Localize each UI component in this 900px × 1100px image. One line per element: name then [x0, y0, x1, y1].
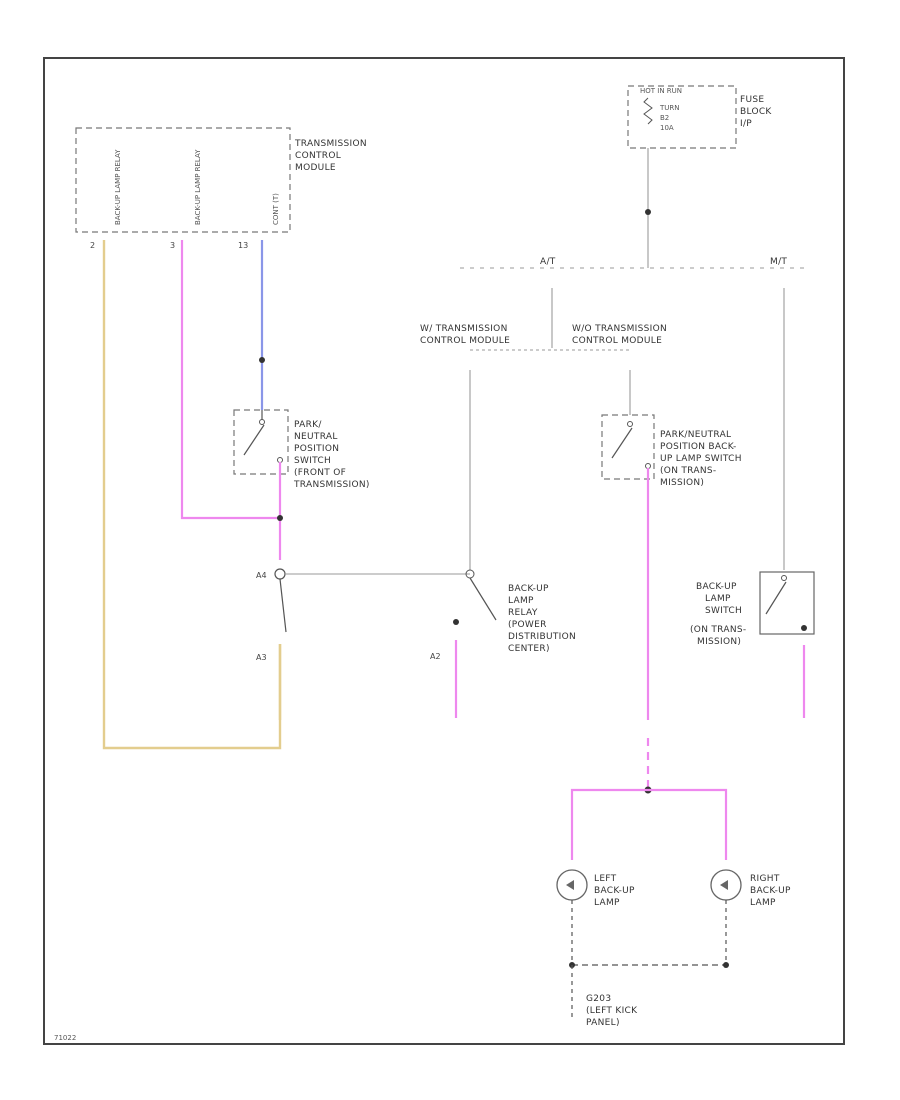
tcm-pin-13: 13 — [238, 241, 248, 250]
ground-label-3: PANEL) — [586, 1018, 620, 1028]
pnp-1-line-5: (FRONT OF — [294, 468, 346, 478]
pnp-2-line-3: UP LAMP SWITCH — [660, 454, 742, 464]
mt-switch-line-4: (ON TRANS- — [690, 625, 746, 635]
fuse-label-1: FUSE — [740, 95, 764, 105]
splice-pink — [277, 515, 283, 521]
pnp-2-line-2: POSITION BACK- — [660, 442, 737, 452]
fuse-label-2: BLOCK — [740, 107, 772, 117]
pin-a2: A2 — [430, 652, 441, 661]
right-lamp-1: RIGHT — [750, 874, 780, 884]
pink-wire-tcm — [180, 240, 280, 520]
without-tcm-1: W/O TRANSMISSION — [572, 324, 667, 334]
fuse-inner-1: HOT IN RUN — [640, 87, 682, 95]
relay-line-5: DISTRIBUTION — [508, 632, 576, 642]
fuse-block-box — [627, 85, 737, 149]
right-lamp-2: BACK-UP — [750, 886, 791, 896]
relay-line-6: CENTER) — [508, 644, 550, 654]
relay-line-3: RELAY — [508, 608, 538, 618]
mt-switch-arm — [765, 581, 787, 615]
branch-mt: M/T — [770, 257, 787, 267]
pnp-switch-2-box — [601, 414, 655, 480]
pnp-1-line-6: TRANSMISSION) — [293, 480, 370, 490]
diagram-frame — [43, 57, 845, 1045]
without-tcm-2: CONTROL MODULE — [572, 336, 662, 346]
pnp-2-line-5: MISSION) — [660, 478, 704, 488]
pnp-1-line-1: PARK/ — [294, 420, 322, 430]
tcm-label-3: MODULE — [295, 163, 336, 173]
mt-switch-line-3: SWITCH — [705, 606, 742, 616]
pnp-1-line-3: POSITION — [294, 444, 339, 454]
relay-line-2: LAMP — [508, 596, 534, 606]
corner-code: 71022 — [54, 1034, 76, 1042]
pnp-1-line-4: SWITCH — [294, 456, 331, 466]
lamp-bus-wire — [570, 788, 728, 860]
relay-line-4: (POWER — [508, 620, 547, 630]
ground-label-1: G203 — [586, 994, 611, 1004]
pin-a3: A3 — [256, 653, 267, 662]
pnp-2-line-4: (ON TRANS- — [660, 466, 716, 476]
tcm-pin-label-1: BACK-UP LAMP RELAY — [114, 149, 122, 225]
fuse-label-3: I/P — [740, 119, 752, 129]
mt-switch-line-5: MISSION) — [697, 637, 741, 647]
pnp-2-line-1: PARK/NEUTRAL — [660, 430, 731, 440]
tcm-pin-label-2: BACK-UP LAMP RELAY — [194, 149, 202, 225]
tcm-label-2: CONTROL — [295, 151, 341, 161]
with-tcm-1: W/ TRANSMISSION — [420, 324, 508, 334]
fuse-inner-4: 10A — [660, 124, 674, 132]
fuse-icon — [643, 97, 653, 125]
right-lamp-3: LAMP — [750, 898, 776, 908]
mt-switch-line-1: BACK-UP — [696, 582, 737, 592]
pnp-switch-1-arm — [243, 424, 265, 456]
tcm-pin-2: 2 — [90, 241, 95, 250]
tcm-box — [75, 127, 291, 233]
ground-label-2: (LEFT KICK — [586, 1006, 638, 1016]
left-lamp-1: LEFT — [594, 874, 617, 884]
mt-switch-line-2: LAMP — [705, 594, 731, 604]
pnp-switch-1-box — [233, 409, 289, 475]
with-tcm-2: CONTROL MODULE — [420, 336, 510, 346]
fuse-inner-3: B2 — [660, 114, 669, 122]
tcm-pin-label-3: CONT (T) — [272, 193, 280, 225]
pin-a4: A4 — [256, 571, 267, 580]
mt-switch-box — [759, 571, 815, 635]
pnp-1-line-2: NEUTRAL — [294, 432, 338, 442]
left-lamp-2: BACK-UP — [594, 886, 635, 896]
relay-arm — [469, 577, 497, 621]
tcm-label-1: TRANSMISSION — [294, 139, 367, 149]
branch-at: A/T — [540, 257, 556, 267]
pnp-switch-2-arm — [611, 427, 633, 459]
splice-blue — [259, 357, 265, 363]
connector-a4 — [274, 568, 286, 580]
tcm-pin-3: 3 — [170, 241, 175, 250]
tan-wire — [102, 240, 282, 750]
left-lamp-3: LAMP — [594, 898, 620, 908]
fuse-inner-2: TURN — [659, 104, 680, 112]
relay-line-1: BACK-UP — [508, 584, 549, 594]
